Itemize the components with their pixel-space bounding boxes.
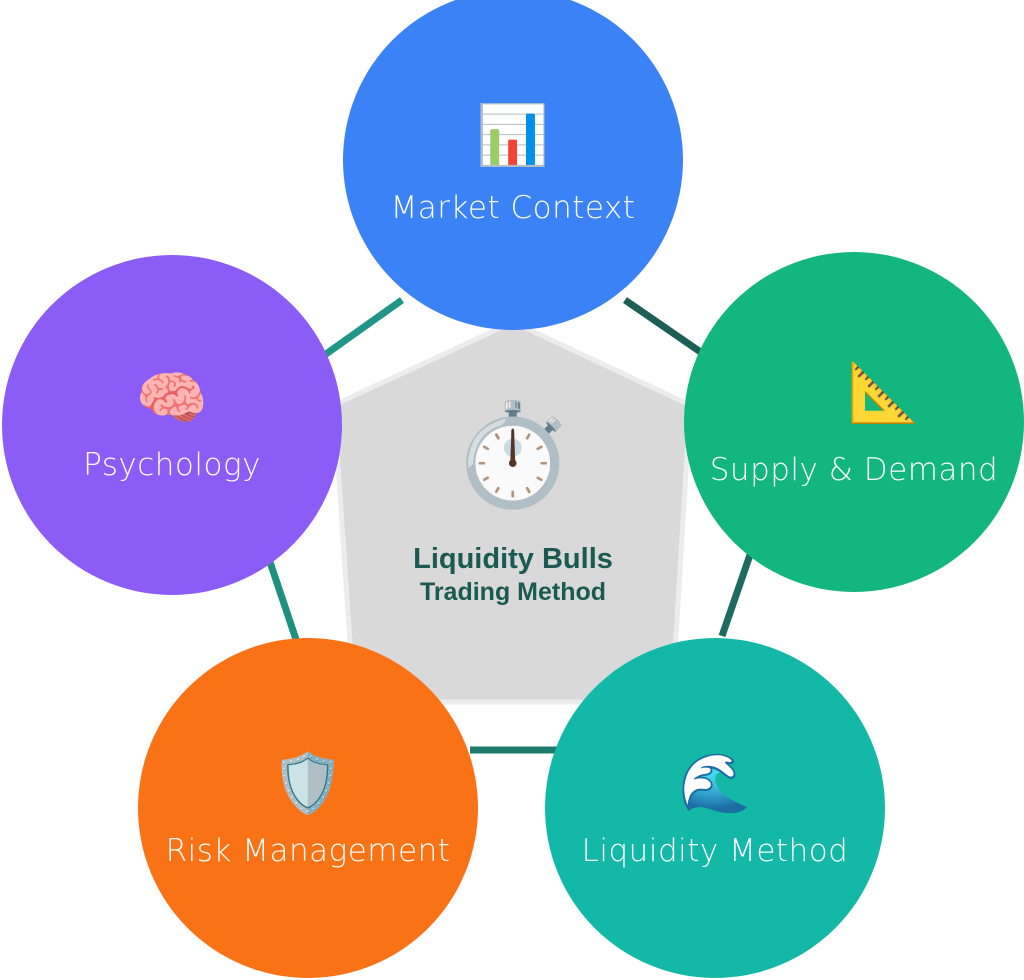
node-label: Market Context (390, 190, 636, 226)
node-psychology: 🧠 Psychology (2, 255, 342, 595)
node-liquidity-method: 🌊 Liquidity Method (545, 638, 885, 978)
brain-icon: 🧠 (135, 364, 209, 432)
node-label: Liquidity Method (581, 833, 849, 869)
center-title-line1: Liquidity Bulls (413, 543, 613, 575)
bar-chart-icon: 📊 (476, 101, 550, 169)
center-pentagon (331, 319, 693, 705)
connector-market-supply (623, 297, 704, 356)
triangle-ruler-icon: 📐 (847, 358, 921, 426)
node-risk-management: 🛡️ Risk Management (138, 638, 478, 978)
stopwatch-icon: ⏱️ (450, 396, 576, 513)
node-market-context: 📊 Market Context (343, 0, 683, 330)
node-label: Risk Management (165, 833, 451, 869)
center-hub: ⏱️ Liquidity Bulls Trading Method (380, 395, 646, 607)
node-label: Psychology (83, 447, 261, 483)
node-label: Supply & Demand (709, 452, 999, 488)
shield-icon: 🛡️ (271, 749, 345, 817)
node-supply-demand: 📐 Supply & Demand (684, 252, 1024, 592)
wave-icon: 🌊 (678, 749, 752, 817)
center-title-line2: Trading Method (419, 578, 607, 606)
